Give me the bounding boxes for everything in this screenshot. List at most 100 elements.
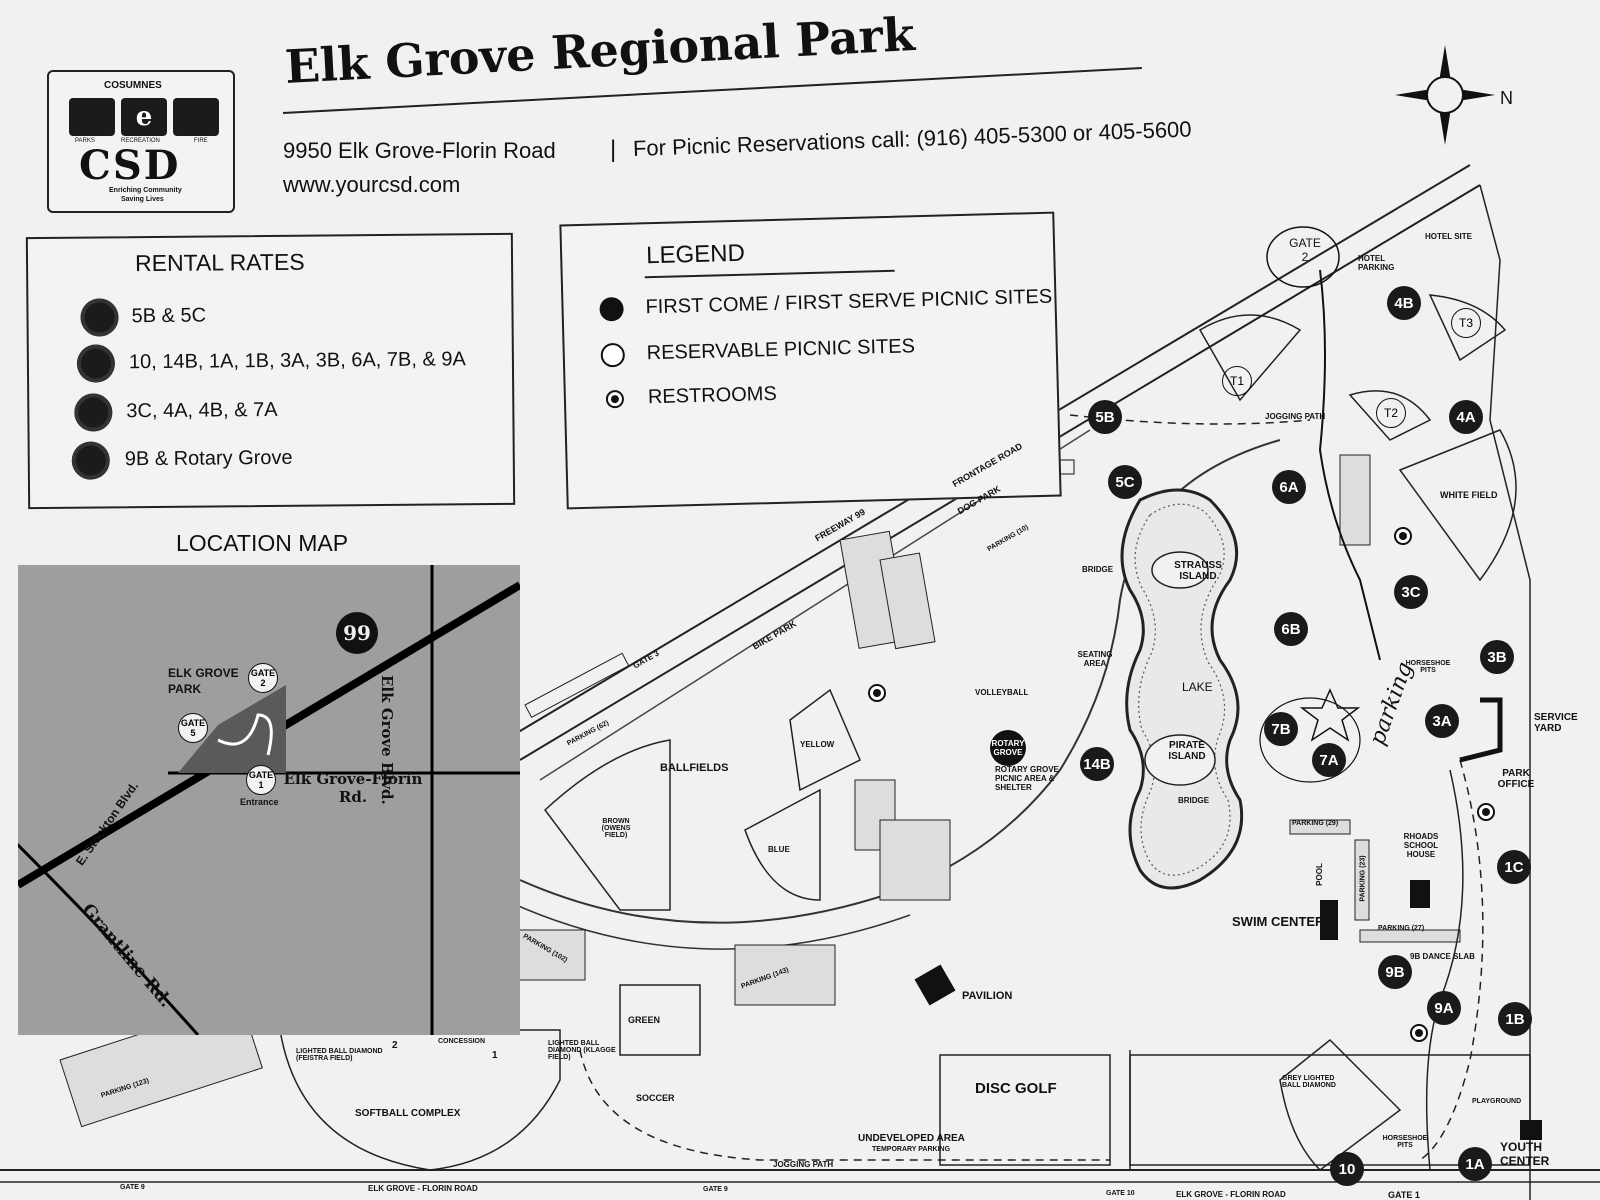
picnic-site-6a[interactable]: 6A	[1272, 470, 1306, 504]
rotary-grove-area-label: ROTARY GROVE PICNIC AREA & SHELTER	[995, 765, 1059, 792]
road-label-bottom-right: ELK GROVE - FLORIN ROAD	[1176, 1190, 1286, 1199]
youth-center-building	[1520, 1120, 1542, 1140]
picnic-site-3a[interactable]: 3A	[1425, 704, 1459, 738]
logo-sub-parks: PARKS	[75, 138, 95, 144]
blue-field-shape	[744, 788, 821, 901]
jogging-path-label: JOGGING PATH	[1265, 412, 1326, 421]
picnic-site-6b[interactable]: 6B	[1274, 612, 1308, 646]
strauss-island-label: STRAUSS ISLAND	[1174, 560, 1222, 582]
loc-elk-grove-blvd-label: Elk Grove Blvd.	[378, 675, 396, 805]
yellow-field-label: YELLOW	[800, 740, 835, 749]
picnic-site-5b[interactable]: 5B	[1088, 400, 1122, 434]
grey-diamond-shape	[1279, 1038, 1402, 1171]
parking-29-label: PARKING (29)	[1292, 820, 1339, 827]
loc-park-label: ELK GROVE PARK	[168, 666, 239, 696]
green-field-shape	[619, 984, 701, 1056]
picnic-site-7b[interactable]: 7B	[1264, 712, 1298, 746]
white-field-label: WHITE FIELD	[1440, 490, 1498, 500]
logo-icons: e	[69, 98, 219, 136]
soccer-label: SOCCER	[636, 1093, 675, 1103]
klagge-field-label: LIGHTED BALL DIAMOND (KLAGGE FIELD)	[548, 1040, 616, 1061]
undeveloped-area-label: UNDEVELOPED AREA	[858, 1133, 965, 1144]
brown-field-shape	[543, 739, 671, 911]
logo-sub-fire: FIRE	[194, 138, 208, 144]
logo-tagline-2: Saving Lives	[121, 196, 164, 203]
parking-23-label: PARKING (23)	[1359, 855, 1367, 902]
rate-item-3: 3C, 4A, 4B, & 7A	[126, 398, 278, 423]
location-map-title: LOCATION MAP	[176, 530, 349, 556]
park-area-shape	[178, 685, 286, 773]
t2-badge[interactable]: T2	[1376, 398, 1406, 428]
picnic-site-1c[interactable]: 1C	[1497, 850, 1531, 884]
hwy-99-label: 99	[343, 621, 371, 645]
legend-reservable-icon	[600, 342, 626, 368]
hotel-site-label: HOTEL SITE	[1425, 232, 1472, 241]
picnic-site-3c[interactable]: 3C	[1394, 575, 1428, 609]
rate-item-4: 9B & Rotary Grove	[124, 446, 293, 471]
logo-sub-recreation: RECREATION	[121, 138, 160, 144]
gate-9-label-right: GATE 9	[703, 1186, 728, 1193]
youth-center-label: YOUTH CENTER	[1500, 1140, 1550, 1168]
rotary-grove-label: ROTARY GROVE	[991, 739, 1025, 757]
picnic-site-7a[interactable]: 7A	[1312, 743, 1346, 777]
rhoads-school-label: RHOADS SCHOOL HOUSE	[1403, 832, 1439, 859]
service-yard-label: SERVICE YARD	[1534, 712, 1578, 734]
picnic-site-10[interactable]: 10	[1330, 1152, 1364, 1186]
loc-entrance-label: Entrance	[240, 797, 279, 807]
t1-badge[interactable]: T1	[1222, 366, 1252, 396]
softball-complex-outline	[279, 1029, 561, 1171]
bridge-north-label: BRIDGE	[1082, 565, 1114, 574]
picnic-site-14b[interactable]: 14B	[1080, 747, 1114, 781]
t3-badge[interactable]: T3	[1451, 308, 1481, 338]
csd-logo: COSUMNES e PARKS RECREATION FIRE CSD Enr…	[47, 70, 235, 213]
picnic-site-9a[interactable]: 9A	[1427, 991, 1461, 1025]
pavilion-building	[914, 964, 956, 1006]
picnic-site-9b[interactable]: 9B	[1378, 955, 1412, 989]
playground-label: PLAYGROUND	[1472, 1098, 1522, 1105]
picnic-site-4b[interactable]: 4B	[1387, 286, 1421, 320]
gate-2-label: GATE 2	[1289, 236, 1321, 264]
legend-first-come-icon	[599, 296, 624, 322]
rental-rates-title: RENTAL RATES	[134, 248, 305, 277]
legend-first-come-label: FIRST COME / FIRST SERVE PICNIC SITES	[645, 285, 1053, 319]
website[interactable]: www.yourcsd.com	[283, 172, 461, 197]
t2-field	[1348, 390, 1432, 441]
park-office-label: PARK OFFICE	[1497, 768, 1535, 790]
lake-shore-path	[1134, 503, 1231, 876]
rotary-grove-marker[interactable]: ROTARY GROVE	[990, 730, 1026, 766]
road-label-bottom-left: ELK GROVE - FLORIN ROAD	[368, 1184, 478, 1193]
rate-item-1: 5B & 5C	[131, 304, 207, 328]
compass-icon	[1395, 45, 1495, 145]
feistra-field-label: LIGHTED BALL DIAMOND (FEISTRA FIELD)	[296, 1048, 383, 1062]
softball-field-2-label: 2	[392, 1040, 398, 1051]
jogging-path-east	[1419, 759, 1484, 1161]
picnic-site-3b[interactable]: 3B	[1480, 640, 1514, 674]
picnic-site-4a[interactable]: 4A	[1449, 400, 1483, 434]
rate-icon-2	[76, 344, 116, 383]
softball-field-1-label: 1	[492, 1050, 498, 1061]
parking-lots	[59, 454, 1461, 1128]
picnic-site-1b[interactable]: 1B	[1498, 1002, 1532, 1036]
rate-icon-4	[71, 441, 110, 480]
location-map-graphics	[18, 565, 520, 1035]
handdrawn-circle-7a-7b	[1259, 697, 1361, 783]
rhoads-school-building	[1410, 880, 1430, 908]
green-field-label: GREEN	[628, 1015, 661, 1025]
volleyball-label: VOLLEYBALL	[975, 688, 1029, 697]
grey-diamond-label: GREY LIGHTED BALL DIAMOND	[1282, 1075, 1336, 1089]
legend-reservable-label: RESERVABLE PICNIC SITES	[646, 335, 916, 365]
park-road-shape	[217, 713, 273, 756]
logo-tagline-1: Enriching Community	[109, 187, 182, 194]
swim-center-label: SWIM CENTER	[1232, 914, 1325, 929]
rental-rates-panel: RENTAL RATES 5B & 5C 10, 14B, 1A, 1B, 3A…	[25, 232, 516, 510]
picnic-site-5c[interactable]: 5C	[1108, 465, 1142, 499]
gate-10-label: GATE 10	[1106, 1190, 1135, 1197]
restroom-icon	[1394, 527, 1412, 545]
fire-icon	[173, 98, 219, 136]
picnic-site-1a[interactable]: 1A	[1458, 1147, 1492, 1181]
blue-field-label: BLUE	[768, 845, 790, 854]
